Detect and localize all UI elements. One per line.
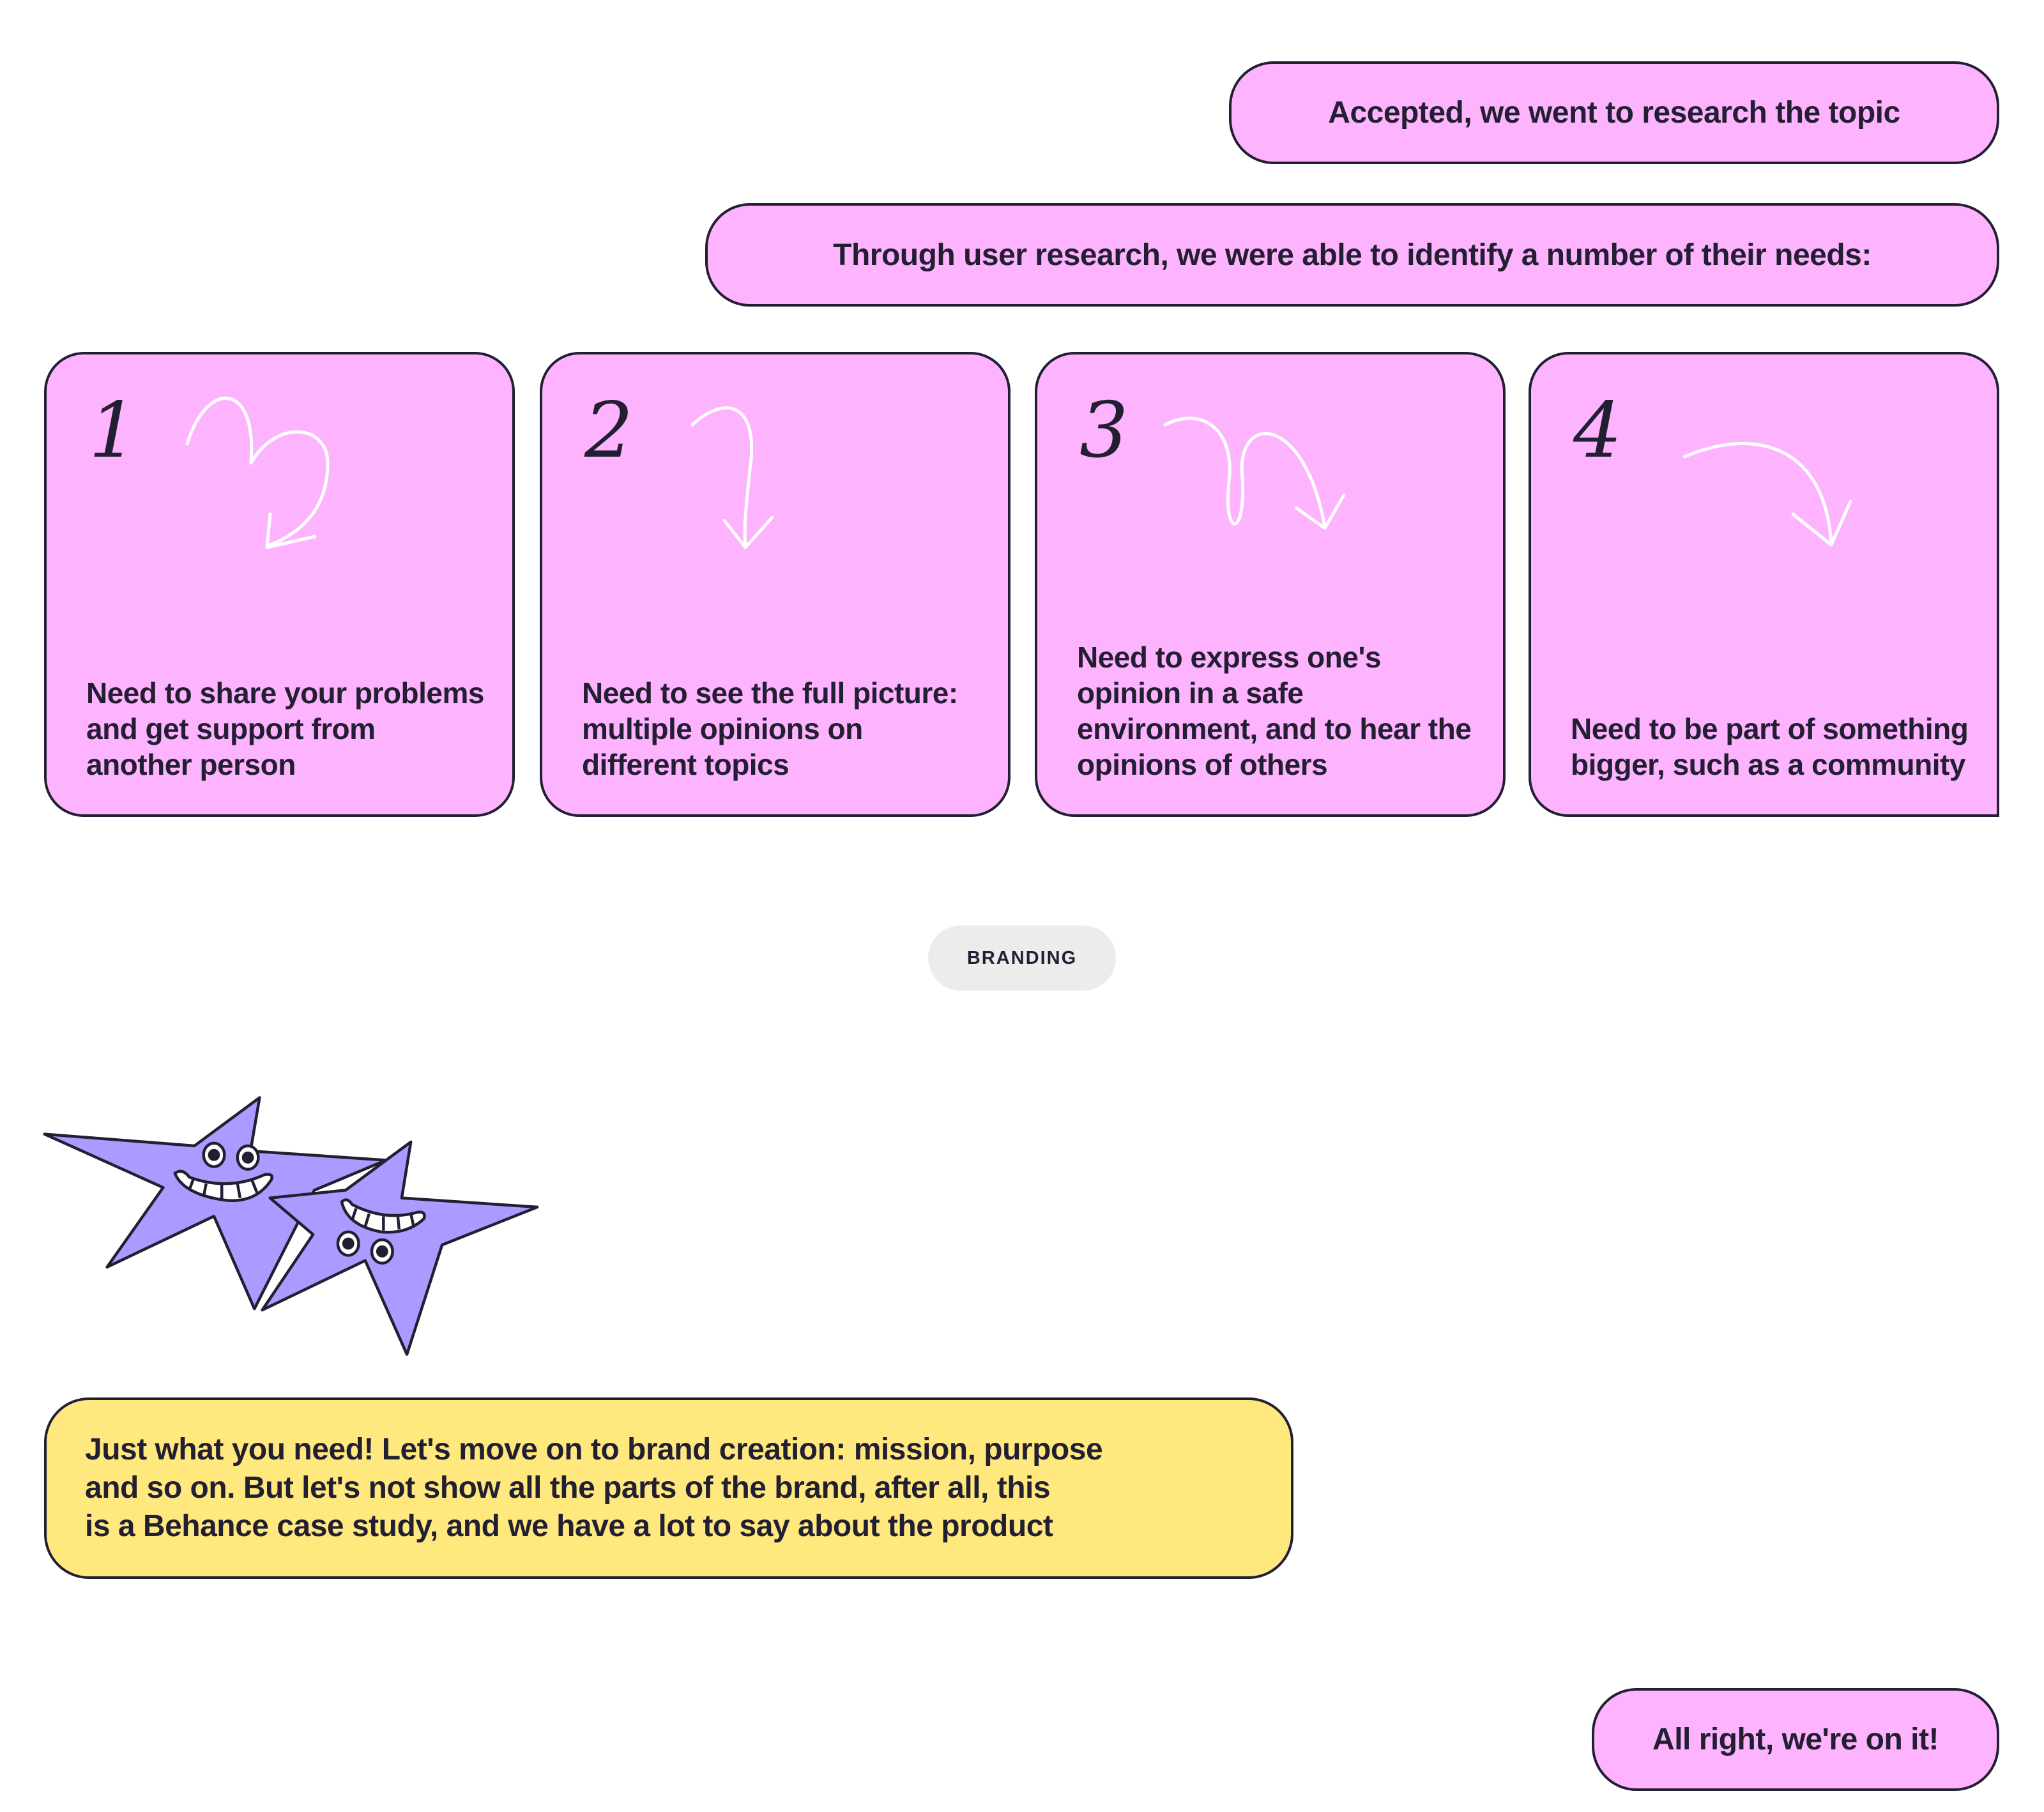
message-text: All right, we're on it! bbox=[1652, 1723, 1939, 1756]
message-text: Through user research, we were able to i… bbox=[833, 238, 1872, 272]
need-card-3: 3 Need to express one's opinion in a saf… bbox=[1035, 352, 1506, 817]
need-text: Need to be part of something bigger, suc… bbox=[1571, 712, 1969, 781]
need-number: 3 bbox=[1079, 386, 1129, 475]
need-number: 2 bbox=[584, 386, 634, 475]
smiling-stars-illustration bbox=[43, 1096, 539, 1356]
curved-down-arrow-icon bbox=[690, 406, 774, 549]
need-card-2: 2 Need to see the full picture: multiple… bbox=[540, 352, 1011, 817]
need-number: 1 bbox=[89, 386, 138, 475]
message-research: Through user research, we were able to i… bbox=[705, 203, 1999, 307]
need-text: Need to express one's opinion in a safe … bbox=[1077, 641, 1472, 781]
arc-arrow-icon bbox=[1682, 442, 1852, 547]
loop-arrow-icon bbox=[185, 397, 330, 549]
spiral-arrow-icon bbox=[1163, 416, 1346, 530]
message-line: and so on. But let's not show all the pa… bbox=[85, 1471, 1051, 1505]
star-left-icon bbox=[43, 1096, 388, 1311]
message-line: is a Behance case study, and we have a l… bbox=[85, 1509, 1053, 1543]
section-tag-label: BRANDING bbox=[966, 947, 1078, 968]
message-brand-creation: Just what you need! Let's move on to bra… bbox=[44, 1397, 1293, 1579]
need-text: Need to see the full picture: multiple o… bbox=[582, 676, 958, 781]
message-on-it: All right, we're on it! bbox=[1592, 1688, 1999, 1791]
need-card-1: 1 Need to share your problems and get su… bbox=[44, 352, 515, 817]
star-right-icon bbox=[261, 1140, 539, 1356]
need-number: 4 bbox=[1573, 386, 1622, 475]
message-line: Just what you need! Let's move on to bra… bbox=[85, 1433, 1103, 1466]
message-accepted: Accepted, we went to research the topic bbox=[1229, 61, 1999, 164]
need-card-4: 4 Need to be part of something bigger, s… bbox=[1529, 352, 1999, 817]
need-text: Need to share your problems and get supp… bbox=[86, 676, 485, 781]
message-text: Accepted, we went to research the topic bbox=[1328, 96, 1900, 130]
section-tag-branding: BRANDING bbox=[928, 925, 1116, 991]
